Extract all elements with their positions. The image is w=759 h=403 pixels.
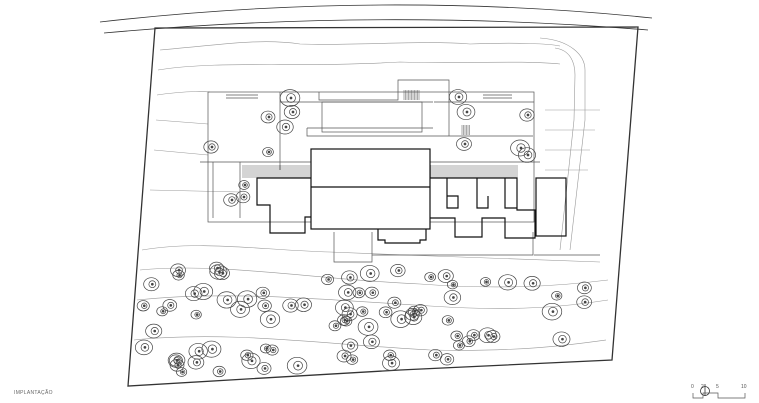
tree-icon — [462, 335, 476, 348]
tree-icon — [262, 147, 274, 157]
site-boundary — [127, 26, 639, 387]
tree-icon — [448, 89, 468, 105]
tree-icon — [357, 318, 379, 336]
tree-icon — [478, 327, 497, 343]
tree-icon — [338, 284, 357, 301]
tree-icon — [203, 140, 219, 154]
tree-icon — [341, 338, 359, 353]
tree-icon — [279, 89, 301, 107]
tree-icon — [390, 310, 411, 328]
tree-icon — [383, 349, 397, 361]
tree-icon — [136, 300, 150, 312]
tree-icon — [209, 261, 224, 275]
tree-icon — [390, 263, 406, 278]
tree-icon — [145, 323, 163, 339]
tree-icon — [519, 108, 535, 122]
tree-icon — [363, 334, 380, 349]
tree-icon — [156, 306, 168, 317]
tree-icon — [404, 309, 423, 325]
tree-icon — [282, 298, 299, 313]
tree-icon — [437, 269, 454, 283]
tree-icon — [134, 339, 153, 356]
tree-icon — [286, 356, 308, 375]
tree-icon — [352, 287, 366, 299]
tree-icon — [295, 297, 312, 312]
tree-icon — [168, 354, 183, 367]
tree-icon — [346, 354, 359, 365]
tree-icon — [241, 352, 261, 369]
tree-icon — [255, 286, 270, 299]
scale-label-2: 2 — [701, 384, 704, 390]
tree-icon — [378, 306, 393, 319]
tree-icon — [235, 190, 251, 204]
tree-icon — [356, 306, 369, 317]
tree-icon — [428, 349, 443, 362]
tree-icon — [485, 330, 501, 343]
road-edge-bottom — [103, 19, 649, 34]
tree-icon — [223, 193, 239, 207]
tree-icon — [424, 272, 436, 283]
tree-icon — [230, 300, 250, 318]
tree-icon — [359, 265, 380, 282]
tree-icon — [185, 286, 203, 302]
tree-icon — [260, 110, 276, 124]
tree-icon — [328, 320, 342, 332]
tree-icon — [193, 283, 214, 300]
tree-icon — [237, 290, 258, 308]
west-wing-outline — [256, 177, 311, 234]
north-arrow-icon — [700, 384, 710, 396]
scale-bar — [692, 392, 746, 399]
tree-icon — [576, 295, 592, 309]
scale-label-0: 0 — [691, 384, 694, 390]
tree-icon — [466, 329, 481, 341]
tree-icon — [450, 330, 463, 342]
tree-icon — [456, 104, 476, 120]
tree-icon — [187, 355, 205, 370]
main-roof-block — [310, 148, 431, 230]
tree-icon — [283, 105, 301, 119]
tree-icon — [552, 331, 571, 347]
tree-icon — [260, 343, 272, 354]
tree-icon — [364, 286, 379, 299]
tree-icon — [190, 309, 202, 320]
tree-icon — [518, 147, 536, 163]
tree-icon — [341, 270, 358, 285]
tree-icon — [523, 276, 541, 291]
tree-icon — [257, 299, 272, 312]
tree-icon — [162, 299, 178, 312]
tree-icon — [382, 355, 400, 371]
tree-icon — [577, 281, 592, 295]
tree-icon — [387, 296, 402, 309]
tree-icon — [201, 340, 222, 358]
tree-icon — [143, 277, 160, 292]
scale-label-10: 10 — [741, 384, 747, 390]
tree-icon — [240, 349, 254, 361]
tree-icon — [238, 180, 250, 190]
tree-icon — [456, 137, 472, 151]
tree-icon — [498, 274, 517, 291]
east-wing-outline — [430, 177, 536, 239]
garage-block — [535, 177, 567, 237]
tree-icon — [276, 119, 294, 135]
tree-icon — [172, 269, 185, 281]
tree-icon — [256, 362, 272, 375]
tree-icon — [209, 264, 228, 280]
tree-icon — [443, 290, 462, 305]
tree-icon — [321, 273, 334, 285]
tree-icon — [212, 365, 226, 378]
tree-icon — [259, 310, 281, 328]
tree-icon — [176, 367, 188, 377]
road-edge-top — [99, 4, 653, 23]
drawing-title: IMPLANTAÇÃO — [14, 390, 53, 396]
tree-icon — [216, 291, 237, 309]
tree-icon — [447, 279, 458, 290]
tree-icon — [551, 291, 563, 301]
tree-icon — [480, 277, 491, 287]
tree-icon — [541, 302, 563, 321]
tree-icon — [441, 315, 454, 326]
scale-label-5: 5 — [716, 384, 719, 390]
tree-icon — [335, 299, 354, 316]
